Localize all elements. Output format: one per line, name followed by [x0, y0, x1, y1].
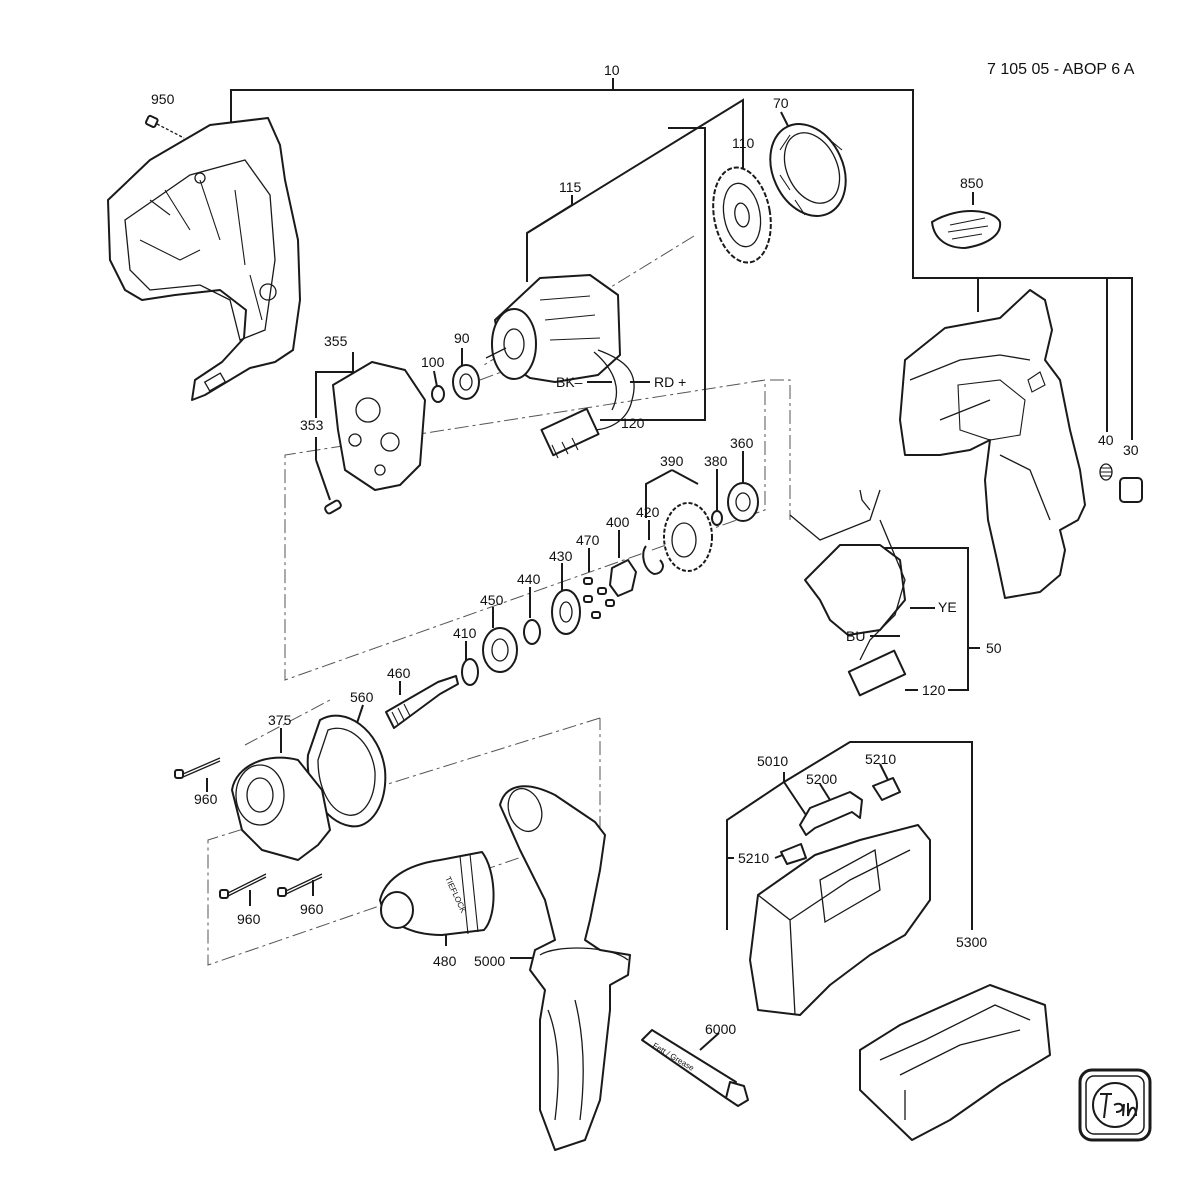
part-90-bearing: [452, 364, 480, 400]
label-bu-wire: BU: [846, 628, 865, 644]
label-430: 430: [549, 548, 573, 564]
part-850-grip-pad: [931, 210, 1002, 249]
label-90: 90: [454, 330, 470, 346]
label-70: 70: [773, 95, 789, 111]
label-470: 470: [576, 532, 600, 548]
diagram-code: 7 105 05 - ABOP 6 A: [987, 61, 1135, 78]
part-430-clutch: [551, 589, 581, 635]
label-bk-wire: BK–: [556, 374, 583, 390]
part-400-carrier: [609, 559, 637, 597]
label-5210-left: 5210: [738, 850, 769, 866]
part-70-ring: [769, 123, 847, 217]
part-420-clip: [642, 545, 664, 575]
part-960-screw-right: [277, 873, 323, 897]
label-40: 40: [1098, 432, 1114, 448]
label-5000: 5000: [474, 953, 505, 969]
part-960-screw-left: [219, 873, 267, 899]
part-450-bearing: [482, 627, 518, 673]
part-labels: 10 950 70 110 115 850 355 90 100 353 BK–…: [151, 62, 1139, 1037]
label-380: 380: [704, 453, 728, 469]
label-5010: 5010: [757, 753, 788, 769]
label-960-right: 960: [300, 901, 324, 917]
part-120-connector-upper: [540, 407, 600, 459]
label-410: 410: [453, 625, 477, 641]
label-110: 110: [732, 135, 755, 151]
part-110-fan: [712, 166, 772, 264]
label-6000: 6000: [705, 1021, 736, 1037]
label-960-top: 960: [194, 791, 218, 807]
part-460-spindle: [385, 675, 459, 729]
label-ye-wire: YE: [938, 599, 957, 615]
label-10: 10: [604, 62, 620, 78]
label-355: 355: [324, 333, 348, 349]
part-380-ring: [711, 510, 723, 526]
label-560: 560: [350, 689, 374, 705]
label-460: 460: [387, 665, 411, 681]
label-5200: 5200: [806, 771, 837, 787]
label-450: 450: [480, 592, 504, 608]
part-355-gear-plate: [332, 361, 426, 491]
part-480-chuck: TIEFLOCK: [379, 851, 495, 936]
part-100-washer: [431, 385, 445, 403]
label-375: 375: [268, 712, 292, 728]
label-5210-top: 5210: [865, 751, 896, 767]
part-470-rollers: [583, 577, 615, 619]
label-120-lower: 120: [922, 682, 946, 698]
label-480: 480: [433, 953, 457, 969]
label-420: 420: [636, 504, 660, 520]
label-960-left: 960: [237, 911, 261, 927]
part-50-switch: [789, 489, 906, 661]
part-375-gear-housing: [231, 756, 331, 861]
label-rd-wire: RD +: [654, 374, 686, 390]
part-5010-carry-case: [749, 824, 931, 1016]
part-950-screw: [145, 114, 185, 139]
part-360-bearing: [727, 482, 759, 522]
label-390: 390: [660, 453, 684, 469]
label-5300: 5300: [956, 934, 987, 950]
part-30-button: [1119, 477, 1143, 503]
part-390-gear: [663, 502, 713, 572]
label-100: 100: [421, 354, 445, 370]
part-115-motor: [485, 274, 635, 431]
leader-lines: [206, 78, 1133, 1051]
label-360: 360: [730, 435, 754, 451]
part-5200-case-handle: [799, 791, 863, 836]
part-10-housing-left: [107, 117, 301, 401]
part-120-connector-lower: [847, 649, 907, 697]
part-353-pin: [324, 499, 342, 515]
label-400: 400: [606, 514, 630, 530]
part-10-housing-right: [899, 289, 1086, 599]
label-30: 30: [1123, 442, 1139, 458]
part-5210-latch-top: [872, 777, 901, 801]
part-40-spring: [1099, 463, 1113, 481]
label-850: 850: [960, 175, 984, 191]
label-50: 50: [986, 640, 1002, 656]
part-960-screw-top: [174, 757, 221, 779]
fein-logo: [1078, 1068, 1152, 1142]
part-410-ring: [461, 658, 479, 686]
part-440-circlip: [523, 619, 541, 645]
label-950: 950: [151, 91, 175, 107]
label-115: 115: [559, 179, 582, 195]
part-5210-latch-left: [780, 843, 807, 865]
part-6000-grease-tube: Fett / Grease: [641, 1029, 749, 1107]
part-5300-case-insert: [859, 984, 1051, 1141]
label-120-upper: 120: [621, 415, 645, 431]
label-440: 440: [517, 571, 541, 587]
part-5000-side-handle: [499, 785, 631, 1151]
label-353: 353: [300, 417, 324, 433]
